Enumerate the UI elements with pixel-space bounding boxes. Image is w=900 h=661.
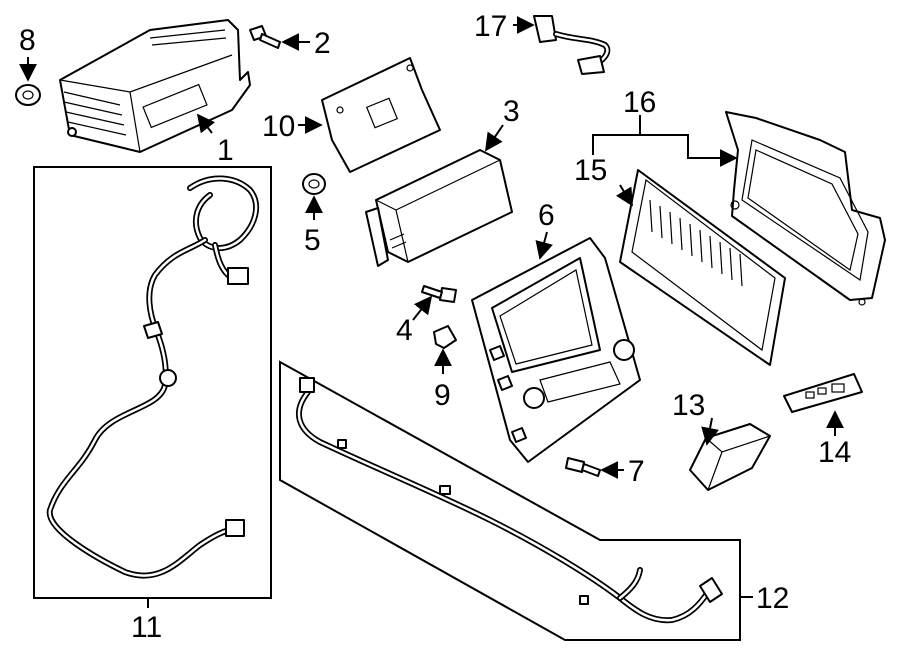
- callout-4: 4: [396, 314, 413, 347]
- part-grommet: [15, 84, 41, 106]
- part-control-module: [365, 149, 513, 267]
- callout-9: 9: [434, 379, 451, 412]
- callout-3: 3: [503, 95, 520, 128]
- cable-box-12: [279, 360, 741, 641]
- callout-7: 7: [628, 455, 645, 488]
- part-nut: [302, 173, 326, 195]
- callout-2: 2: [314, 27, 331, 60]
- callout-11: 11: [131, 611, 162, 644]
- part-amplifier-bracket: [725, 111, 886, 306]
- part-bolt-2: [249, 25, 281, 49]
- part-screw-7: [565, 457, 601, 477]
- callout-16: 16: [623, 86, 656, 119]
- callout-15: 15: [574, 154, 607, 187]
- part-amplifier: [619, 169, 786, 366]
- part-clip: [433, 325, 457, 349]
- callout-13: 13: [672, 389, 705, 422]
- part-screw-4: [421, 285, 457, 303]
- part-harness-11: [46, 175, 260, 579]
- leader-lines: [19, 16, 844, 608]
- part-switch-plate: [783, 373, 863, 413]
- part-module-13: [689, 423, 771, 491]
- part-connector-lead: [533, 15, 611, 75]
- callout-14: 14: [818, 436, 851, 469]
- callout-6: 6: [538, 199, 555, 232]
- part-antenna-cable-12: [296, 377, 723, 624]
- callout-1: 1: [217, 134, 234, 167]
- callout-8: 8: [19, 24, 36, 57]
- callout-12: 12: [756, 582, 789, 615]
- callout-numbers: 1 2 3 4 5 6 7 8 9 10 11 12 13 14 15 16 1…: [19, 10, 851, 644]
- part-display-module: [321, 57, 441, 173]
- callout-5: 5: [304, 224, 321, 257]
- callout-17: 17: [474, 10, 507, 43]
- harness-box-11: [33, 166, 272, 599]
- part-display-panel: [471, 237, 641, 463]
- part-radio-receiver: [59, 19, 251, 153]
- callout-10: 10: [262, 110, 295, 143]
